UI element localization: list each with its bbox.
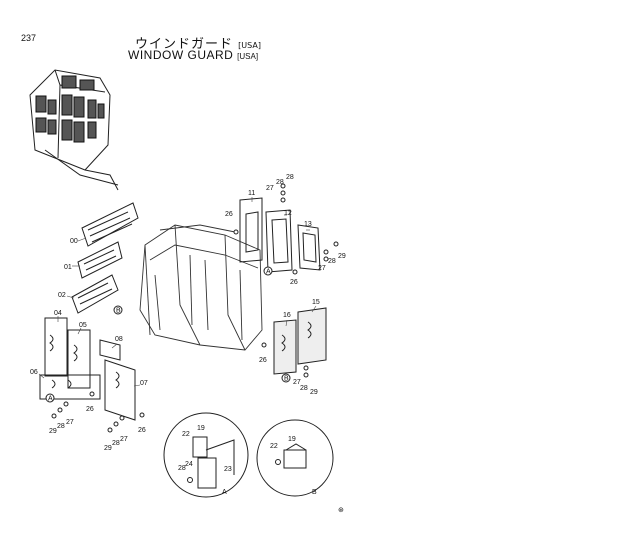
label-29e: 29 [104,445,112,452]
label-19a: 22 [182,431,190,438]
panel-04 [44,317,68,377]
label-24: 24 [185,461,193,468]
page-number: 237 [21,33,37,43]
callout-markers [45,266,291,403]
label-18b: 19 [288,436,296,443]
panel-11 [239,197,263,263]
label-01: 01 [64,264,72,271]
panel-16 [273,319,297,375]
label-02: 02 [58,292,66,299]
label-28c: 28 [300,385,308,392]
hardware-bolts [51,183,339,433]
part-labels: 00 01 02 04 05 06 07 08 11 12 13 15 16 2… [30,174,346,473]
label-29c: 29 [310,389,318,396]
label-29d: 29 [49,428,57,435]
cab-frame [139,224,263,351]
panel-13 [297,224,321,271]
panel-07 [104,359,136,421]
callout-a2: A [48,396,53,403]
panel-12 [265,209,293,273]
panel-05 [67,329,91,389]
label-05: 05 [79,322,87,329]
label-28b: 28 [328,258,336,265]
label-00: 00 [70,238,78,245]
label-26d: 26 [86,406,94,413]
label-28d: 28 [57,423,65,430]
callout-letters: B A A B A B ⊛ [48,269,344,515]
label-27c: 27 [293,379,301,386]
label-16: 16 [283,312,291,319]
label-06: 06 [30,369,38,376]
label-23b: 28 [178,465,186,472]
panel-06 [39,374,101,400]
label-15: 15 [312,299,320,306]
title-japanese: ウインドガード [USA] [135,33,261,52]
label-29a: 29 [338,253,346,260]
callout-b1: B [116,308,121,315]
detail-b-circle [256,419,334,497]
title-english: WINDOW GUARD [USA] [128,48,258,62]
label-27d: 27 [66,419,74,426]
legend-mark: ⊛ [338,507,344,514]
panel-00 [81,202,139,247]
detail-b-label: B [312,489,317,496]
panel-08 [99,339,121,361]
label-27e: 27 [120,436,128,443]
detail-a-circle [163,412,249,498]
label-26c: 26 [259,357,267,364]
callout-a1: A [266,269,271,276]
label-11: 11 [248,190,255,197]
title-en-text: WINDOW GUARD [128,48,234,62]
label-08: 08 [115,336,123,343]
label-26b: 26 [290,279,298,286]
panel-01 [77,241,123,279]
title-jp-variant: [USA] [238,41,261,50]
title-en-variant: [USA] [237,52,259,61]
label-12: 12 [284,210,292,217]
callout-b2: B [284,376,289,383]
cab-thumbnail [29,69,119,191]
label-07: 07 [140,380,148,387]
detail-a-label: A [222,489,227,496]
label-19b: 22 [270,443,278,450]
label-04: 04 [54,310,62,317]
panel-15 [297,307,327,365]
panel-02 [71,274,119,314]
label-28e: 28 [112,440,120,447]
label-23: 28 [286,174,294,181]
label-26e: 26 [138,427,146,434]
label-18a: 19 [197,425,205,432]
label-13: 13 [304,221,312,228]
label-28a: 28 [276,179,284,186]
label-26a: 26 [225,211,233,218]
title-jp-text: ウインドガード [135,37,234,52]
label-27b: 27 [318,265,326,272]
label-27a: 27 [266,185,274,192]
leader-lines [38,197,317,387]
label-22: 23 [224,466,232,473]
